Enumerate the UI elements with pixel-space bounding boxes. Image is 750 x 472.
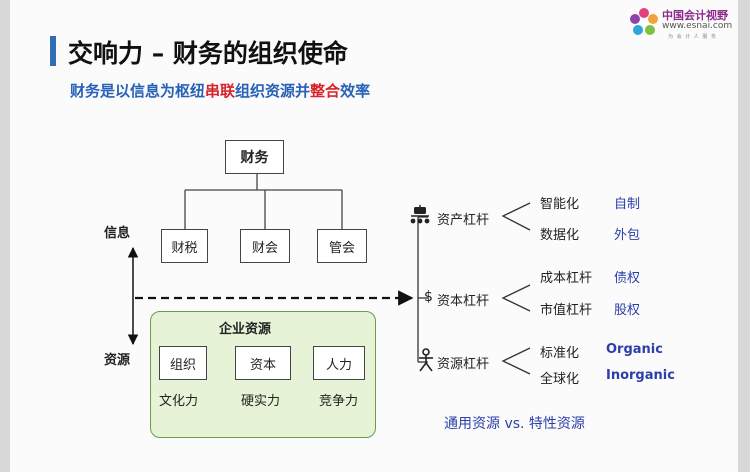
resource-caption: 文化力 [159,394,199,409]
enterprise-resources-panel: 企业资源 组织 资本 人力 文化力 硬实力 竞争力 [150,311,376,438]
lever-item-left: 市值杠杆 [540,303,593,318]
slide-subtitle: 财务是以信息为枢纽串联组织资源并整合效率 [70,80,370,101]
lever-label-assets: 资产杠杆 [437,213,490,228]
subtitle-part: 财务是以信息为枢纽 [70,82,206,100]
lever-item-left: 成本杠杆 [540,271,593,286]
lever-item-right: 外包 [614,228,641,243]
subtitle-highlight: 整合 [310,82,341,100]
org-child-box: 财税 [161,229,208,263]
title-accent-bar [50,36,56,66]
footer-caption: 通用资源 vs. 特性资源 [444,416,585,432]
person-icon [419,348,433,372]
lever-item-right: 自制 [614,197,641,212]
axis-label-resources: 资源 [104,353,131,368]
resource-box: 组织 [159,346,207,380]
slide-title: 交响力 – 财务的组织使命 [68,39,348,68]
logo-url: www.esnai.com [662,21,733,31]
resource-caption: 竞争力 [319,394,359,409]
axis-label-information: 信息 [104,226,131,241]
lever-item-right: Organic [606,342,663,357]
org-child-box: 财会 [240,229,290,263]
logo-slogan: 为 会 计 人 服 务 [668,34,717,40]
subtitle-part: 效率 [340,82,371,100]
esnai-logo: 中国会计视野 www.esnai.com 为 会 计 人 服 务 [628,4,740,44]
subtitle-part: 组织资源并 [235,82,311,100]
dollar-icon: $ [424,289,433,305]
lever-item-right: Inorganic [606,368,675,383]
lever-item-left: 全球化 [540,372,580,387]
lever-label-resources: 资源杠杆 [437,357,490,372]
lever-item-right: 股权 [614,303,641,318]
lever-item-left: 标准化 [540,346,580,361]
flower-logo-icon [630,8,658,35]
lever-item-left: 智能化 [540,197,580,212]
lever-item-left: 数据化 [540,228,580,243]
org-child-box: 管会 [317,229,367,263]
logo-name: 中国会计视野 [662,9,728,22]
lever-label-capital: 资本杠杆 [437,294,490,309]
subtitle-highlight: 串联 [205,82,236,100]
enterprise-title: 企业资源 [219,322,272,337]
org-root-box: 财务 [225,140,284,174]
resource-box: 人力 [313,346,365,380]
lever-item-right: 债权 [614,271,641,286]
robot-icon [410,205,430,224]
resource-caption: 硬实力 [241,394,281,409]
resource-box: 资本 [235,346,291,380]
